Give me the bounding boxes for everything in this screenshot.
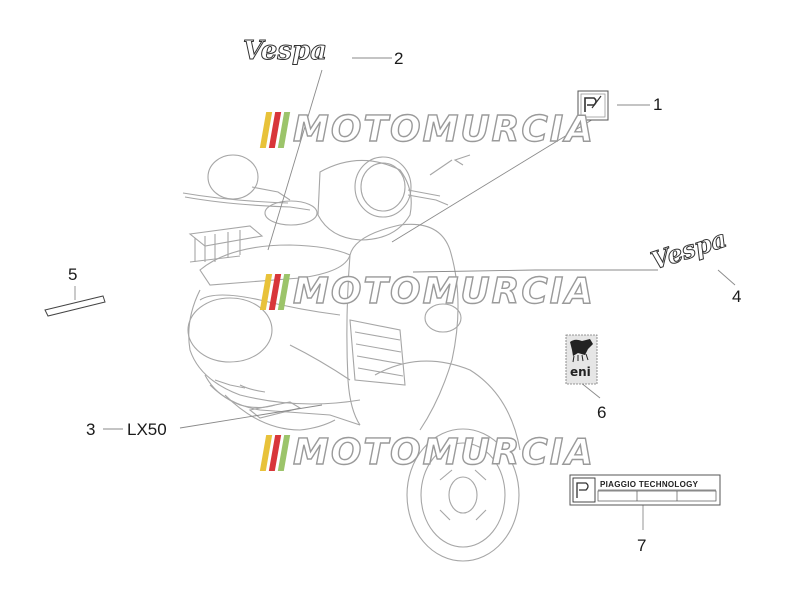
callout-4: 4 — [732, 287, 742, 306]
piaggio-technology-plate-part — [569, 474, 721, 506]
vespa-logo-part-2: Vespa — [243, 36, 328, 66]
eni-six-legged-dog-icon — [570, 339, 593, 356]
watermark-stripes — [259, 274, 291, 310]
scooter-outline — [182, 154, 521, 562]
callout-5: 5 — [68, 265, 78, 284]
watermark-stripes — [259, 435, 291, 471]
callout-2: 2 — [394, 49, 404, 68]
watermark-middle: MOTOMURCIA — [259, 272, 594, 312]
watermark-bottom: MOTOMURCIA — [259, 433, 594, 473]
callout-3: 3 — [86, 420, 96, 439]
callout-7: 7 — [637, 536, 647, 555]
watermark-text: MOTOMURCIA — [292, 432, 596, 473]
leader-lines — [74, 57, 736, 530]
piaggio-plate-logo-icon — [576, 482, 589, 498]
callout-3-label: LX50 — [127, 420, 167, 439]
left-mirror — [207, 154, 259, 200]
callout-6: 6 — [597, 403, 607, 422]
piaggio-technology-label: PIAGGIO TECHNOLOGY — [600, 480, 699, 489]
watermark-top: MOTOMURCIA — [259, 110, 594, 150]
watermark-text: MOTOMURCIA — [292, 271, 596, 312]
watermark-stripes — [259, 112, 291, 148]
callout-1: 1 — [653, 95, 663, 114]
eni-label: eni — [570, 365, 591, 379]
watermark-text: MOTOMURCIA — [292, 109, 596, 150]
piaggio-badge-part — [577, 90, 609, 121]
eni-decal-part — [565, 334, 598, 385]
strip-decal-part — [44, 295, 106, 317]
